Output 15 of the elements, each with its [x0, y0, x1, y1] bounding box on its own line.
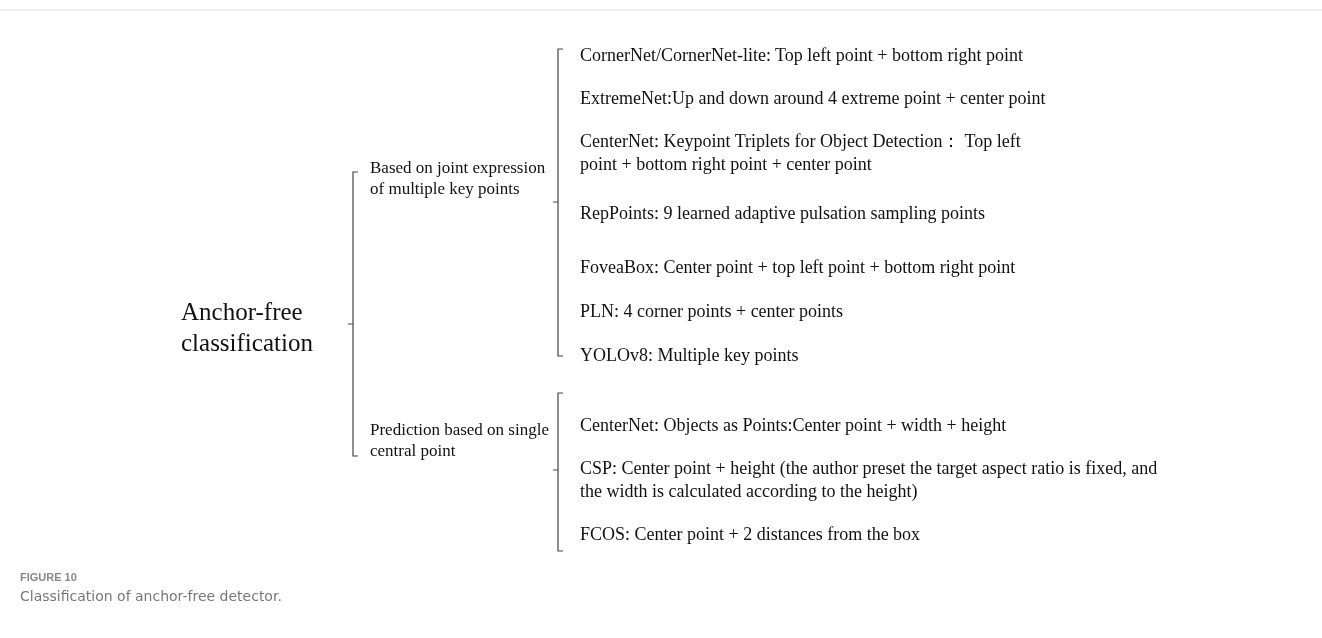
method-description: ExtremeNet:Up and down around 4 extreme point + center point — [580, 87, 1046, 110]
branch-category-text: Based on joint expression of multiple key points — [370, 157, 547, 200]
method-description: CenterNet: Objects as Points:Center point + width + height — [580, 414, 1007, 437]
branch-category-text: Prediction based on single central point — [370, 419, 550, 462]
method-description: CSP: Center point + height (the author preset the target aspect ratio is fixed, and the width is calculated according to the height) — [580, 457, 1159, 502]
method-description: PLN: 4 corner points + center points — [580, 300, 844, 323]
method-description: FoveaBox: Center point + top left point + bottom right point — [580, 256, 1016, 279]
method-description: CenterNet: Keypoint Triplets for Object Detection： Top left point + bottom right point + center point — [580, 130, 1022, 175]
figure-caption: Classification of anchor-free detector. — [20, 588, 282, 606]
method-description: YOLOv8: Multiple key points — [580, 344, 799, 367]
method-description: RepPoints: 9 learned adaptive pulsation sampling points — [580, 202, 985, 225]
method-description: FCOS: Center point + 2 distances from the box — [580, 523, 921, 546]
figure-number: FIGURE 10 — [20, 571, 77, 585]
root-category-text: Anchor-free classification — [181, 297, 314, 359]
method-description: CornerNet/CornerNet-lite: Top left point + bottom right point — [580, 44, 1023, 67]
